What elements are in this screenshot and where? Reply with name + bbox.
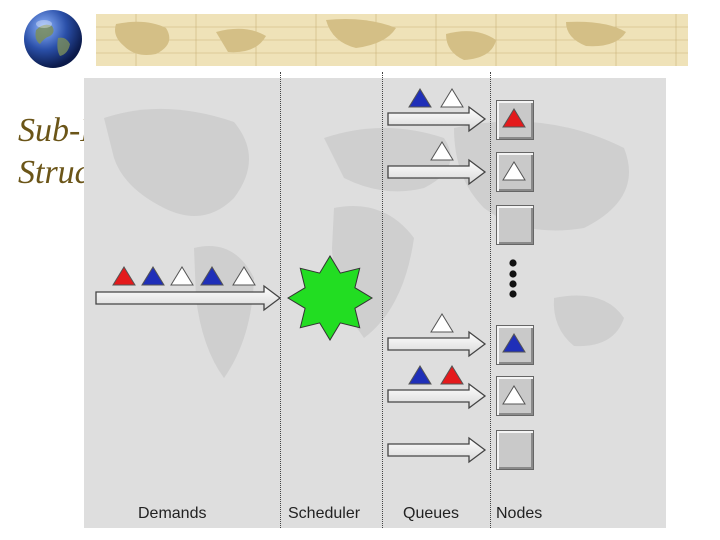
- globe-icon: [24, 10, 82, 68]
- queue-arrow: [387, 158, 487, 186]
- label-queues: Queues: [403, 505, 460, 522]
- queue-white-triangle-icon: [430, 313, 454, 333]
- node-white-triangle-icon: [502, 385, 526, 405]
- green-star-icon: [287, 255, 373, 341]
- blue-triangle-icon: [200, 266, 224, 286]
- queue-blue-triangle-icon: [408, 365, 432, 385]
- map-banner: [96, 14, 688, 66]
- label-scheduler: Scheduler: [288, 505, 361, 522]
- demands-arrow: [95, 284, 282, 312]
- queue-arrow: [387, 436, 487, 464]
- white-triangle-icon: [170, 266, 194, 286]
- separator-queues-nodes: [490, 72, 491, 528]
- queue-white-triangle-icon: [440, 88, 464, 108]
- red-triangle-icon: [112, 266, 136, 286]
- node-box: [496, 430, 534, 470]
- node-red-triangle-icon: [502, 108, 526, 128]
- queue-red-triangle-icon: [440, 365, 464, 385]
- separator-demands-scheduler: [280, 72, 281, 528]
- label-demands: Demands: [138, 505, 207, 522]
- vertical-dots-icon: [509, 290, 517, 298]
- label-nodes: Nodes: [496, 505, 543, 522]
- queue-blue-triangle-icon: [408, 88, 432, 108]
- node-box: [496, 205, 534, 245]
- vertical-dots-icon: [509, 270, 517, 278]
- queue-arrow: [387, 382, 487, 410]
- separator-scheduler-queues: [382, 72, 383, 528]
- node-white-triangle-icon: [502, 161, 526, 181]
- white-triangle-icon: [232, 266, 256, 286]
- queue-white-triangle-icon: [430, 141, 454, 161]
- queue-arrow: [387, 330, 487, 358]
- vertical-dots-icon: [509, 259, 517, 267]
- blue-triangle-icon: [141, 266, 165, 286]
- node-blue-triangle-icon: [502, 333, 526, 353]
- queue-arrow: [387, 105, 487, 133]
- vertical-dots-icon: [509, 280, 517, 288]
